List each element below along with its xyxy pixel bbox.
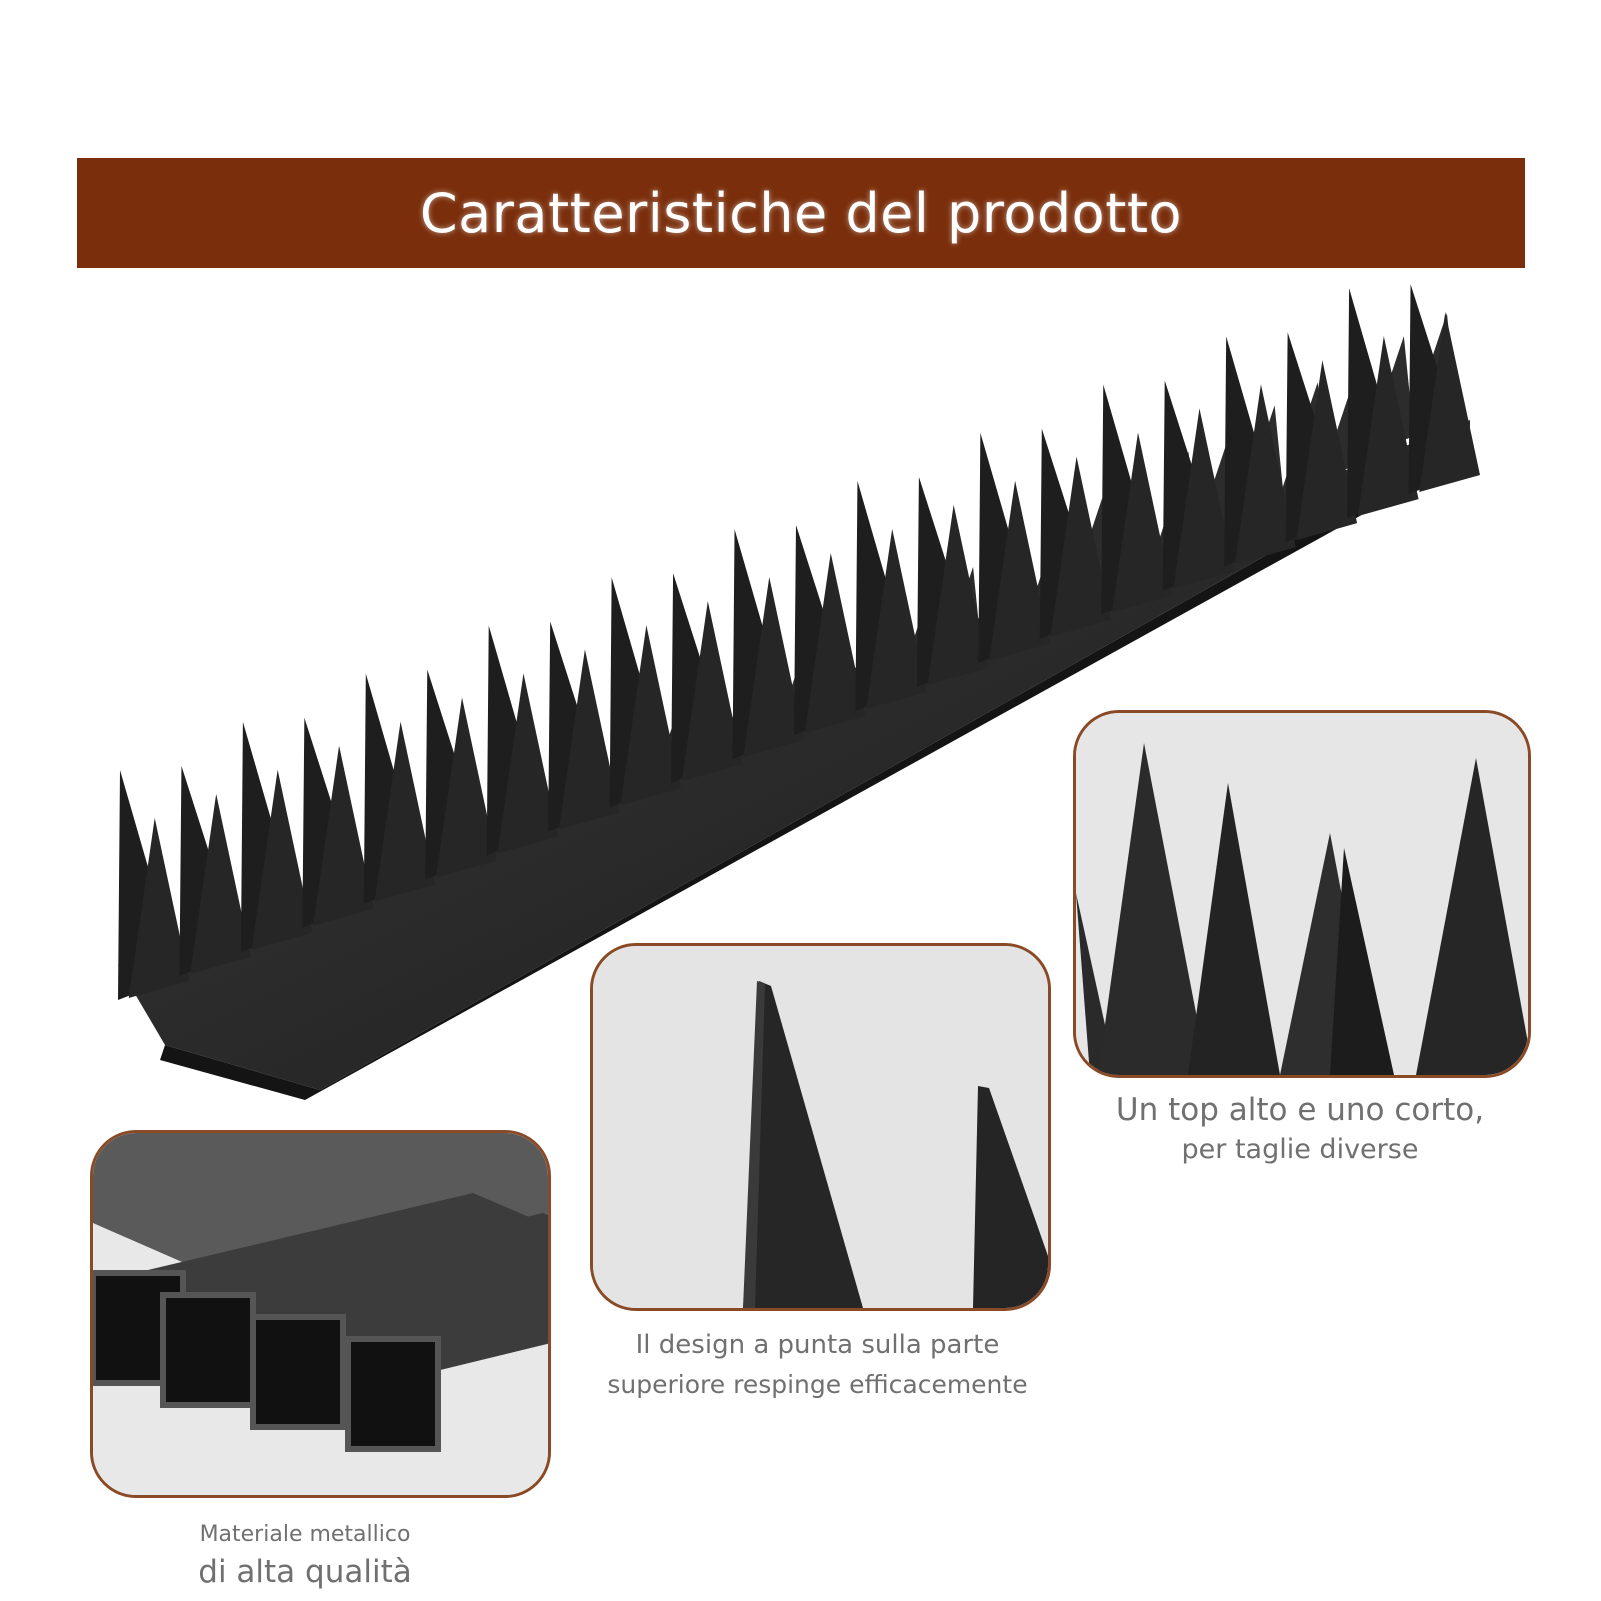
header-banner: Caratteristiche del prodotto [77,158,1525,268]
caption-material-line1: Materiale metallico [199,1522,411,1547]
caption-spike-heights: Un top alto e uno corto, per taglie dive… [1060,1090,1540,1170]
spike-heights-image [1076,713,1528,1075]
caption-material-line2: di alta qualità [198,1554,412,1590]
callout-spike-heights [1073,710,1531,1078]
spike-tip-image [593,946,1048,1308]
caption-material: Materiale metallico di alta qualità [120,1520,490,1594]
caption-spike-tip-line1: Il design a punta sulla parte [635,1330,1000,1360]
caption-spike-tip: Il design a punta sulla parte superiore … [585,1325,1050,1405]
caption-spike-tip-line2: superiore respinge efficacemente [607,1370,1028,1399]
callout-material [90,1130,551,1498]
square-tubes-image [93,1133,548,1495]
callout-spike-tip [590,943,1051,1311]
page-title: Caratteristiche del prodotto [419,182,1183,245]
caption-spike-heights-line2: per taglie diverse [1181,1134,1419,1165]
caption-spike-heights-line1: Un top alto e uno corto, [1115,1092,1485,1128]
